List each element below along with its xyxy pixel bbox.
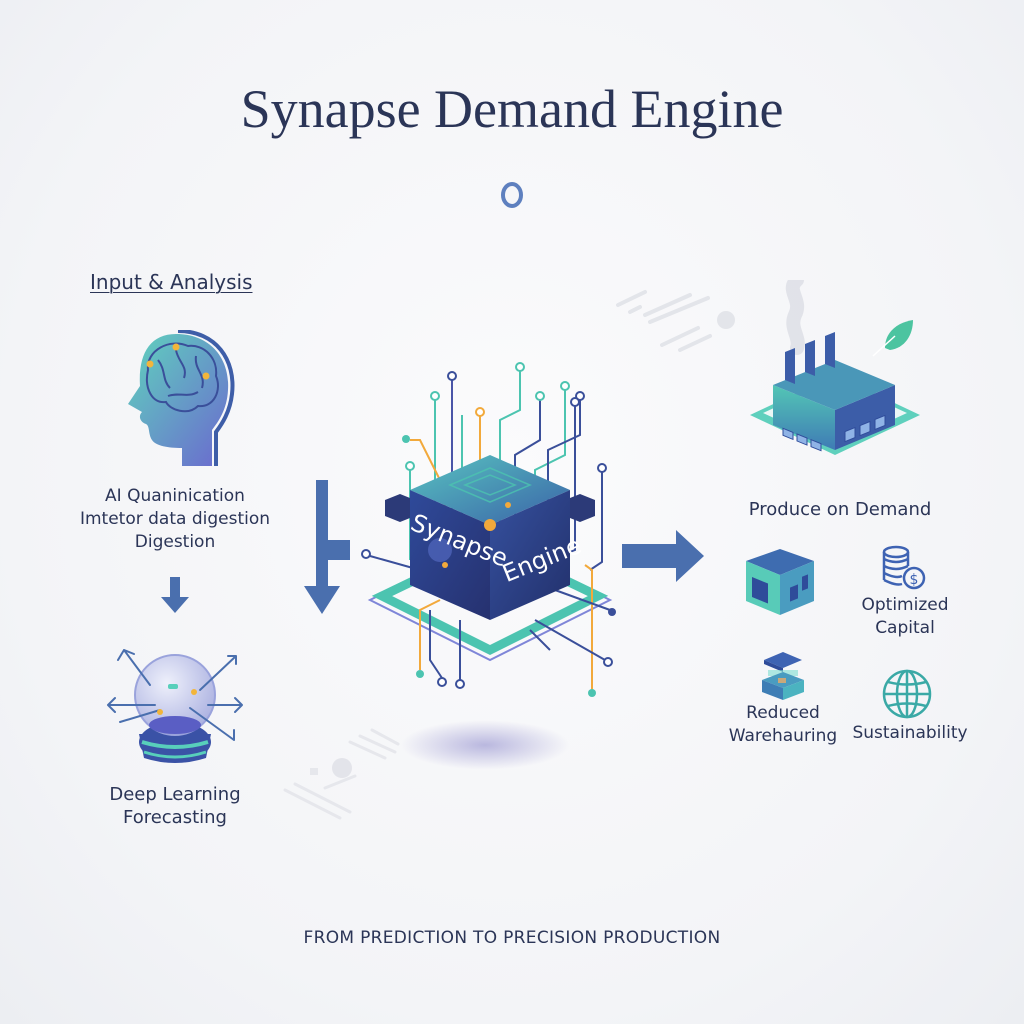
section-heading-input-analysis: Input & Analysis <box>90 270 253 294</box>
divider-node-icon <box>501 182 523 208</box>
factory-icon <box>750 280 920 455</box>
sustainability-label: Sustainability <box>852 723 968 743</box>
coins-dollar-icon: $ <box>882 545 926 590</box>
brain-head-icon <box>128 330 235 466</box>
ai-step-caption: AI Quaninication Imtetor data digestion … <box>70 485 280 554</box>
forecast-caption-line-1: Deep Learning <box>109 784 241 805</box>
title-divider <box>150 182 874 208</box>
page-title: Synapse Demand Engine <box>240 79 784 139</box>
stacked-layers-icon <box>762 652 804 700</box>
capital-label-line-1: Optimized <box>861 595 949 615</box>
forecast-caption-line-2: Forecasting <box>122 807 227 828</box>
produce-on-demand-label: Produce on Demand <box>748 499 932 520</box>
warehouse-label-line-2: Warehauring <box>728 726 838 746</box>
ai-caption-line-2: Imtetor data digestion <box>79 509 271 529</box>
ai-caption-line-3: Digestion <box>134 532 216 552</box>
reduced-warehousing-label: Reduced Warehauring <box>718 702 848 748</box>
warehouse-label-line-1: Reduced <box>746 703 820 723</box>
circuit-cube-icon: Synapse Engine <box>361 362 616 697</box>
ai-caption-line-1: AI Quaninication <box>105 486 245 506</box>
arrow-right-icon <box>622 530 704 582</box>
arrow-down-small-icon <box>161 577 189 613</box>
background-decoration-bottom <box>283 728 400 820</box>
arrow-down-large-icon <box>304 480 350 614</box>
crystal-ball-icon <box>107 649 243 763</box>
leaf-icon <box>885 320 913 350</box>
capital-label-line-2: Capital <box>875 618 935 638</box>
optimized-capital-label: Optimized Capital <box>840 594 970 640</box>
warehouse-building-icon <box>746 549 814 615</box>
footer-tagline: FROM PREDICTION TO PRECISION PRODUCTION <box>303 928 721 948</box>
background-decoration-top <box>616 290 735 352</box>
globe-icon <box>882 669 932 719</box>
engine-shadow <box>400 720 570 770</box>
svg-text:$: $ <box>910 572 919 588</box>
forecast-step-caption: Deep Learning Forecasting <box>90 783 260 829</box>
